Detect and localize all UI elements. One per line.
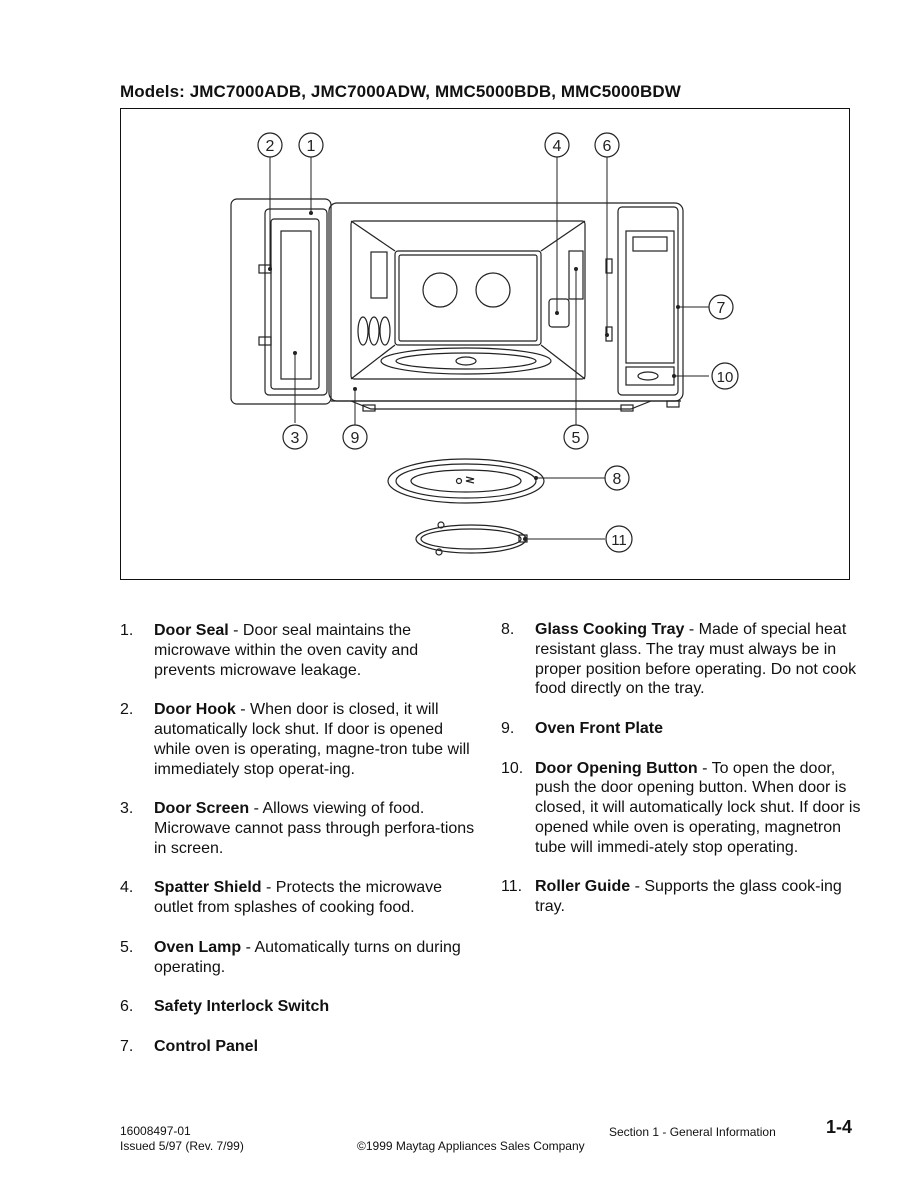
svg-text:9: 9 bbox=[351, 430, 360, 447]
svg-text:7: 7 bbox=[717, 300, 726, 317]
item-number: 5. bbox=[120, 938, 134, 956]
oven-door bbox=[230, 198, 332, 405]
list-item: 4. Spatter Shield - Protects the microwav… bbox=[120, 878, 480, 918]
callout-5: 5 bbox=[563, 424, 589, 450]
callout-9: 9 bbox=[342, 424, 368, 450]
item-number: 2. bbox=[120, 701, 134, 719]
list-item: 5. Oven Lamp - Automatically turns on dur… bbox=[120, 938, 480, 978]
svg-text:2: 2 bbox=[266, 138, 275, 155]
item-number: 6. bbox=[120, 998, 134, 1016]
svg-text:5: 5 bbox=[572, 430, 581, 447]
callout-11: 11 bbox=[605, 525, 633, 553]
item-number: 7. bbox=[120, 1037, 134, 1055]
parts-list-left: 1. Door Seal - Door seal maintains the mi… bbox=[120, 621, 480, 1076]
list-item: 8. Glass Cooking Tray - Made of special h… bbox=[501, 620, 861, 699]
item-term: Control Panel bbox=[154, 1037, 259, 1055]
svg-text:1: 1 bbox=[307, 138, 316, 155]
item-term: Oven Lamp bbox=[154, 938, 242, 956]
copyright: ©1999 Maytag Appliances Sales Company bbox=[357, 1139, 585, 1153]
parts-list-right: 8. Glass Cooking Tray - Made of special h… bbox=[501, 620, 861, 937]
item-term: Roller Guide bbox=[535, 878, 631, 896]
microwave-illustration: 1 2 3 4 5 6 7 8 bbox=[230, 132, 739, 556]
item-term: Spatter Shield bbox=[154, 879, 262, 897]
callout-6: 6 bbox=[594, 132, 620, 158]
item-number: 1. bbox=[120, 622, 134, 639]
callout-3: 3 bbox=[282, 424, 308, 450]
item-number: 4. bbox=[120, 879, 134, 897]
callout-1: 1 bbox=[298, 132, 324, 158]
footer-doc-info: 16008497-01 Issued 5/97 (Rev. 7/99) bbox=[120, 1124, 244, 1154]
item-term: Door Opening Button bbox=[535, 759, 698, 777]
item-description: - Protects the microwave outlet from spl… bbox=[154, 879, 443, 917]
svg-text:8: 8 bbox=[613, 471, 622, 488]
control-panel bbox=[617, 206, 679, 396]
item-term: Door Hook bbox=[154, 701, 236, 719]
svg-text:4: 4 bbox=[553, 138, 562, 155]
callout-8: 8 bbox=[604, 465, 630, 491]
item-term: Door Screen bbox=[154, 800, 250, 818]
doc-number: 16008497-01 bbox=[120, 1124, 191, 1138]
item-term: Door Seal bbox=[154, 622, 229, 639]
svg-text:6: 6 bbox=[603, 138, 612, 155]
callout-7: 7 bbox=[708, 294, 734, 320]
item-description: - When door is closed, it will automatic… bbox=[154, 701, 470, 778]
section-label: Section 1 - General Information bbox=[609, 1125, 776, 1139]
list-item: 6. Safety Interlock Switch bbox=[120, 997, 480, 1017]
list-item: 10. Door Opening Button - To open the doo… bbox=[501, 759, 861, 858]
callout-4: 4 bbox=[544, 132, 570, 158]
callout-2: 2 bbox=[257, 132, 283, 158]
item-description: - Supports the glass cook-ing tray. bbox=[535, 878, 842, 916]
oven-cavity bbox=[350, 220, 586, 380]
list-item: 3. Door Screen - Allows viewing of food. … bbox=[120, 799, 480, 858]
item-term: Safety Interlock Switch bbox=[154, 998, 330, 1016]
svg-text:3: 3 bbox=[291, 430, 300, 447]
item-description: - Made of special heat resistant glass. … bbox=[535, 621, 857, 698]
page-title: Models: JMC7000ADB, JMC7000ADW, MMC5000B… bbox=[120, 82, 681, 101]
item-description: - Allows viewing of food. Microwave cann… bbox=[154, 800, 475, 857]
issued-date: Issued 5/97 (Rev. 7/99) bbox=[120, 1139, 244, 1153]
item-description: - Automatically turns on during operatin… bbox=[154, 938, 461, 976]
item-number: 9. bbox=[501, 719, 515, 737]
list-item: 2. Door Hook - When door is closed, it wi… bbox=[120, 700, 480, 779]
item-term: Oven Front Plate bbox=[535, 719, 664, 737]
item-term: Glass Cooking Tray bbox=[535, 621, 685, 638]
item-number: 11. bbox=[501, 878, 523, 896]
list-item: 7. Control Panel bbox=[120, 1037, 480, 1057]
microwave-diagram: 1 2 3 4 5 6 7 8 bbox=[120, 108, 850, 580]
list-item: 9. Oven Front Plate bbox=[501, 719, 861, 739]
oven-body-outline bbox=[328, 202, 684, 402]
page-number: 1-4 bbox=[826, 1117, 853, 1137]
item-number: 10. bbox=[501, 759, 524, 777]
item-description: - To open the door, push the door openin… bbox=[535, 759, 861, 856]
callout-10: 10 bbox=[711, 362, 739, 390]
item-number: 8. bbox=[501, 621, 515, 638]
list-item: 1. Door Seal - Door seal maintains the mi… bbox=[120, 621, 480, 680]
item-description: - Door seal maintains the microwave with… bbox=[154, 622, 419, 679]
list-item: 11. Roller Guide - Supports the glass coo… bbox=[501, 877, 861, 917]
svg-text:10: 10 bbox=[717, 369, 734, 386]
svg-text:11: 11 bbox=[611, 532, 627, 549]
item-number: 3. bbox=[120, 800, 134, 818]
glass-tray bbox=[387, 458, 545, 504]
